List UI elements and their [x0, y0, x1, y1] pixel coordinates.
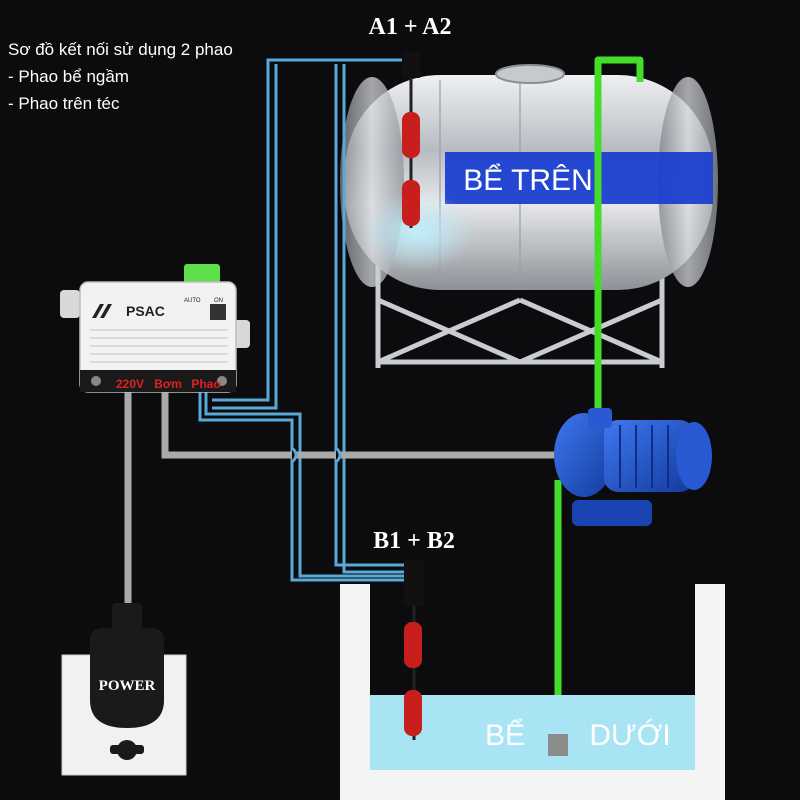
lower-float-sensor — [404, 560, 424, 740]
lower-tank-label-right: DƯỚI — [589, 719, 670, 752]
upper-float-sensor — [402, 52, 420, 228]
lower-tank: BỂ DƯỚI — [340, 584, 725, 800]
tank-manhole — [495, 64, 565, 84]
upper-tank-label: BỂ TRÊN — [463, 163, 592, 197]
terminal-220v-label: 220V — [116, 377, 144, 391]
legend-item-tank-float: - Phao trên téc — [8, 94, 120, 113]
water-pump — [554, 408, 712, 526]
power-cables — [124, 388, 584, 614]
power-outlet: POWER — [61, 603, 187, 776]
tank-label-band — [445, 152, 713, 204]
controller-switch-auto: AUTO — [184, 298, 201, 304]
lower-tank-label-left: BỂ — [485, 718, 525, 752]
brand-logo-icon — [92, 304, 112, 318]
pipe-to-upper-tank — [594, 56, 644, 428]
controller-box: PSAC AUTO ON 220V Bơm Phao — [60, 264, 250, 393]
pump-cable — [161, 388, 584, 459]
wire-crossings — [290, 446, 342, 464]
controller-switch-on: ON — [214, 298, 223, 304]
lower-tank-walls — [340, 584, 725, 800]
foot-valve — [548, 734, 568, 756]
qr-code-icon — [210, 304, 226, 320]
lower-float-label: B1 + B2 — [373, 528, 455, 554]
power-plug — [90, 628, 164, 728]
legend-item-underground-float: - Phao bể ngầm — [8, 67, 129, 86]
upper-tank: BỂ TRÊN — [340, 64, 718, 368]
terminal-pump-label: Bơm — [154, 377, 182, 391]
upper-tank-water — [360, 192, 476, 272]
float-wires — [198, 58, 408, 582]
legend-title: Sơ đồ kết nối sử dụng 2 phao — [8, 40, 233, 59]
upper-float-label: A1 + A2 — [368, 14, 451, 40]
power-plug-label: POWER — [99, 678, 156, 694]
legend: Sơ đồ kết nối sử dụng 2 phao - Phao bể n… — [8, 36, 233, 117]
lower-tank-water — [370, 695, 695, 770]
water-pipes — [554, 56, 644, 735]
controller-brand: PSAC — [126, 303, 165, 319]
terminal-float-label: Phao — [191, 377, 220, 391]
